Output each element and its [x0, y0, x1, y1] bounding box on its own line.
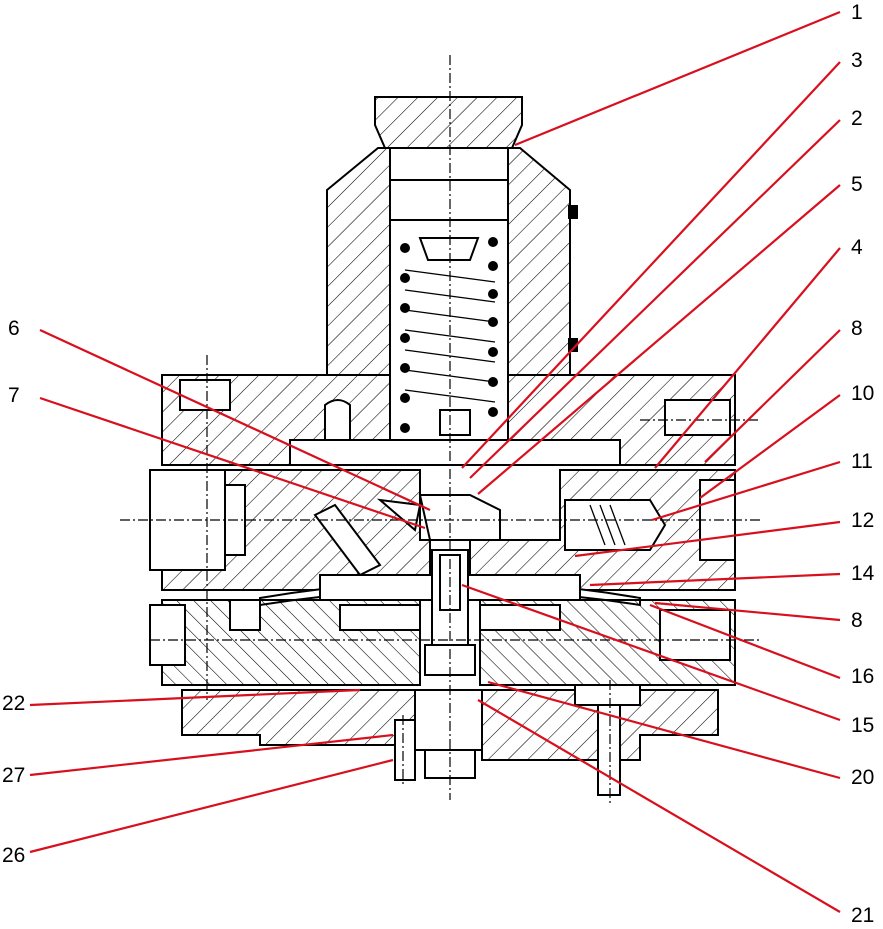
centre-lines: [120, 55, 760, 805]
spring-cap: [326, 96, 578, 376]
callout-27: 27: [2, 764, 26, 787]
callout-21: 21: [851, 904, 875, 927]
leader-22: [29, 688, 361, 707]
leader-2: [469, 119, 841, 479]
lower-body: [149, 599, 736, 686]
upper-body: [161, 374, 736, 466]
leader-26: [29, 758, 394, 854]
leader-21: [477, 699, 841, 913]
callout-20: 20: [851, 766, 875, 789]
callout-8-upper: 8: [851, 317, 863, 340]
leader-lines: [29, 10, 841, 913]
leader-11: [651, 460, 841, 522]
callout-7: 7: [8, 384, 20, 407]
leader-15: [461, 583, 841, 722]
callout-4: 4: [851, 236, 863, 259]
leader-12: [574, 520, 841, 558]
leader-6: [39, 329, 431, 511]
callout-8-lower: 8: [851, 609, 863, 632]
leader-3: [461, 61, 841, 469]
callout-10: 10: [851, 382, 875, 405]
leader-4: [654, 247, 841, 469]
callout-3: 3: [851, 49, 863, 72]
callout-22: 22: [2, 692, 26, 715]
leader-5: [477, 184, 841, 495]
callout-6: 6: [8, 317, 20, 340]
leader-7: [39, 396, 426, 530]
callout-2: 2: [851, 107, 863, 130]
callout-11: 11: [851, 450, 873, 473]
callout-14: 14: [851, 562, 875, 585]
callout-15: 15: [851, 714, 875, 737]
callout-5: 5: [851, 173, 863, 196]
adjusting-spring: [389, 219, 509, 441]
leader-16: [649, 603, 841, 680]
leader-10: [699, 394, 841, 499]
leader-8b: [654, 601, 841, 622]
callout-12: 12: [851, 509, 875, 532]
leader-14: [589, 572, 841, 587]
callout-16: 16: [851, 665, 875, 688]
leader-8a: [704, 329, 841, 463]
leader-27: [29, 733, 394, 777]
callout-1: 1: [851, 1, 863, 24]
leader-20: [487, 680, 841, 780]
leader-1: [514, 10, 841, 147]
callout-26: 26: [2, 844, 26, 867]
